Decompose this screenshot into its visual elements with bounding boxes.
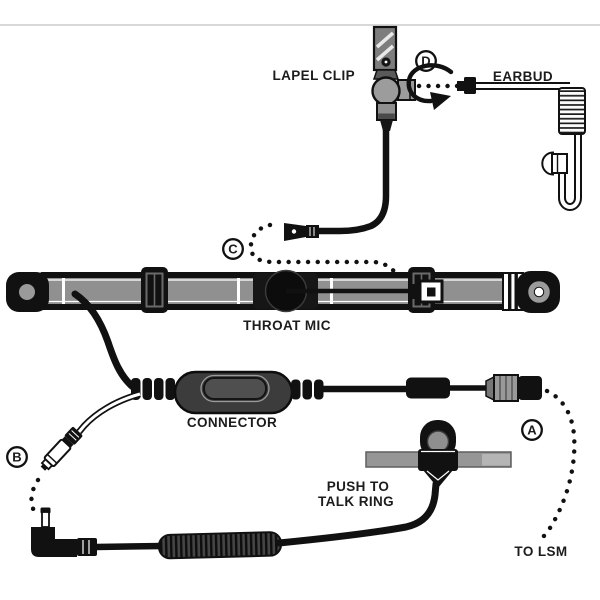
radio-plug-taper <box>485 375 495 402</box>
mic-knob <box>371 76 401 106</box>
callout-b-letter: B <box>12 450 21 465</box>
dotted-link-c <box>248 222 404 289</box>
dotted-link-b <box>29 477 41 514</box>
label-throat-mic: THROAT MIC <box>243 318 331 333</box>
band-divider <box>62 278 65 304</box>
connector-button-rim <box>200 374 270 403</box>
coiled-cable <box>158 531 283 560</box>
clip-strain-relief <box>380 120 393 131</box>
ptt-taper <box>423 470 453 488</box>
clip-body-band <box>378 113 395 119</box>
callout-c: C <box>222 238 244 260</box>
audio-cable-outline <box>76 390 141 435</box>
plug-ribs <box>77 538 97 556</box>
strain-relief-left <box>131 378 175 400</box>
clip-plate-hatching <box>375 31 395 62</box>
radio-cable-illustration <box>321 374 542 402</box>
band-cable <box>71 290 137 391</box>
label-lapel-clip: LAPEL CLIP <box>272 68 355 83</box>
callout-a: A <box>521 419 543 441</box>
plug-tip <box>41 511 50 528</box>
bottom-cable-left <box>95 542 163 551</box>
callout-a-letter: A <box>527 423 537 438</box>
radio-plug-end <box>518 376 542 400</box>
label-push-to-talk-2: TALK RING <box>318 494 394 509</box>
callout-b-circle <box>6 446 28 468</box>
earbud-connector <box>464 77 476 94</box>
ferrite-bead <box>406 377 450 399</box>
audio-cable-core <box>77 392 141 433</box>
left-cap-hole <box>19 284 35 300</box>
clip-screw-dot <box>384 60 388 64</box>
connector-button <box>203 377 267 400</box>
earbud-illustration <box>457 77 586 211</box>
ptt-clamp <box>418 449 458 471</box>
bottom-cable-right <box>275 480 440 547</box>
label-push-to-talk-1: PUSH TO <box>327 479 390 494</box>
band-divider <box>237 278 240 304</box>
label-connector: CONNECTOR <box>187 415 277 430</box>
ptt-ring-illustration <box>365 420 512 488</box>
mic-plug-tab <box>411 284 420 299</box>
callout-d-letter: D <box>421 54 430 69</box>
slider-buckle-left <box>141 267 168 313</box>
throat-mic-band-illustration <box>6 267 560 313</box>
callout-c-circle <box>222 238 244 260</box>
ptt-bar-end <box>482 454 510 466</box>
earbud-tip-dome <box>541 151 554 176</box>
audio-branch-illustration <box>40 390 141 471</box>
lapel-clip-illustration <box>284 25 416 241</box>
earbud-connector-nub <box>457 81 465 91</box>
lapel-plug-pin <box>291 229 297 234</box>
ptt-button <box>426 430 450 453</box>
right-angle-plug-illustration <box>31 507 97 557</box>
lapel-plug-rib-lines <box>309 227 315 236</box>
right-cap-ring <box>528 281 550 303</box>
tube-coil <box>558 87 586 135</box>
strain-relief-right <box>291 379 324 400</box>
dotted-link-a <box>539 388 577 541</box>
lapel-plug-ribs <box>306 225 319 238</box>
callout-b: B <box>6 446 28 468</box>
lapel-cable <box>318 130 390 235</box>
connector-illustration <box>131 370 324 415</box>
callout-c-letter: C <box>228 242 238 257</box>
earbud-tip-body <box>551 153 568 174</box>
label-to-lsm: TO LSM <box>514 544 567 559</box>
barrel-plug <box>40 427 83 471</box>
label-earbud: EARBUD <box>493 69 553 84</box>
callout-a-circle <box>521 419 543 441</box>
rotation-arrow-icon <box>406 63 454 110</box>
plug-body <box>31 527 77 557</box>
